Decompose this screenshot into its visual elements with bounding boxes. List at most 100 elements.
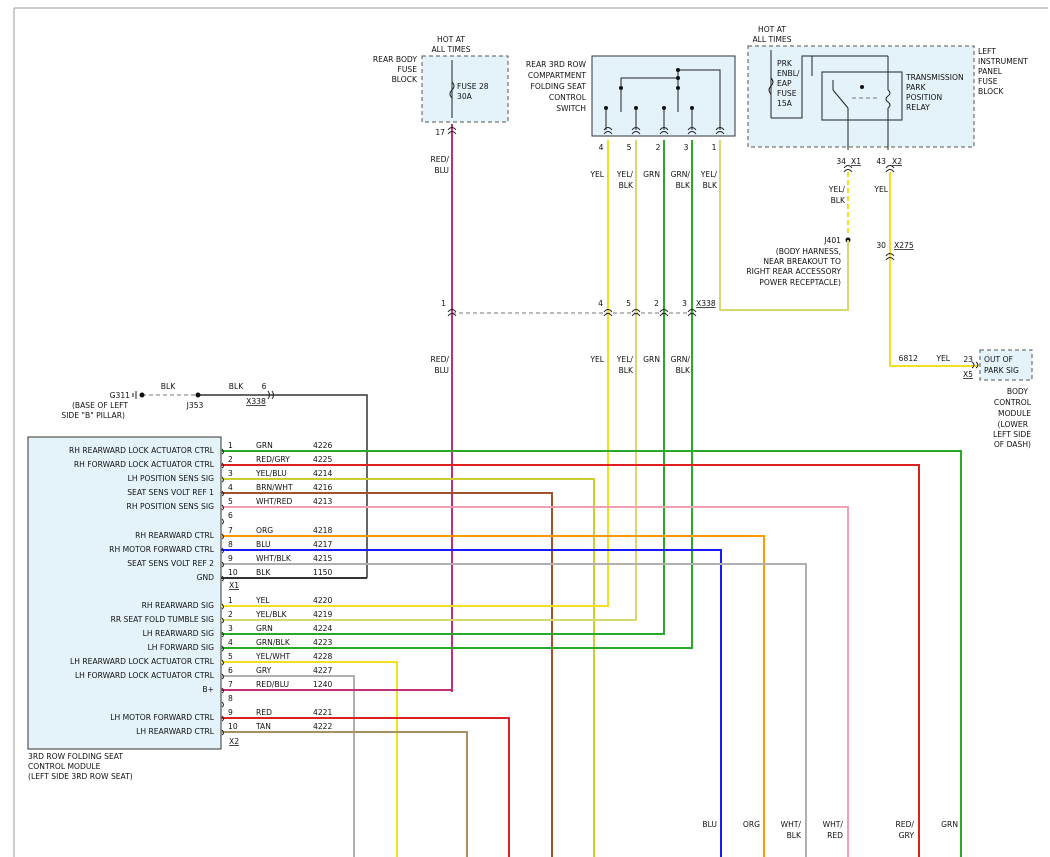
x338-pin-2: 2 bbox=[654, 299, 659, 308]
j353-dot bbox=[195, 392, 201, 398]
ipfb-header-1: HOT AT bbox=[758, 25, 786, 34]
x2-pin-1-terminal-icon bbox=[221, 603, 224, 610]
ipfb-name-5: BLOCK bbox=[978, 87, 1004, 96]
x1-pin-1-number: 1 bbox=[228, 441, 233, 450]
switch-name-4: CONTROL bbox=[549, 93, 587, 102]
wire-yel-blk-j401 bbox=[719, 140, 849, 311]
fuse-block-name-3: BLOCK bbox=[392, 75, 418, 84]
x1-pin-8-label: RH MOTOR FORWARD CTRL bbox=[109, 545, 215, 554]
ground-g311: G311 (BASE OF LEFT SIDE "B" PILLAR) J353… bbox=[61, 382, 368, 578]
prk-fuse-symbol bbox=[768, 77, 774, 95]
x1-pin-5-circuit: 4213 bbox=[313, 497, 332, 506]
g311-desc-2: SIDE "B" PILLAR) bbox=[61, 411, 125, 420]
relay-label-3: POSITION bbox=[906, 93, 942, 102]
x2-pin-1-number: 1 bbox=[228, 596, 233, 605]
x1-pin-4-terminal-icon bbox=[221, 490, 224, 497]
fuse-block-pin: 17 bbox=[435, 128, 445, 137]
ipfb-name-3: PANEL bbox=[978, 67, 1003, 76]
x338-connector: X338 bbox=[696, 299, 716, 308]
x1-pin-5-number: 5 bbox=[228, 497, 233, 506]
switch-contact-bus-a bbox=[620, 77, 679, 88]
ipfb-x2-pin: 43 bbox=[876, 157, 886, 166]
x1-pin-7-terminal-icon bbox=[221, 533, 224, 540]
x1-pin-3-number: 3 bbox=[228, 469, 233, 478]
module-x2-connector: X2 bbox=[229, 737, 239, 746]
switch-wire-4-color: YEL bbox=[589, 170, 604, 179]
x2-pin-8-terminal-icon bbox=[221, 701, 224, 708]
x2-pin-2-label: RR SEAT FOLD TUMBLE SIG bbox=[111, 615, 215, 624]
switch-wire-1-color-2: BLK bbox=[703, 181, 718, 190]
x2-pin-9-circuit: 4221 bbox=[313, 708, 332, 717]
x2-pin-4-terminal-icon bbox=[221, 645, 224, 652]
x2-pin-7-number: 7 bbox=[228, 680, 233, 689]
x338-pin-1: 1 bbox=[441, 299, 446, 308]
switch-wire-1-color-1: YEL/ bbox=[700, 170, 718, 179]
x1-pin-10-color: BLK bbox=[256, 568, 271, 577]
switch-pin-5: 5 bbox=[627, 143, 632, 152]
relay-label-4: RELAY bbox=[906, 103, 930, 112]
x2-pin-4-label: LH FORWARD SIG bbox=[148, 643, 215, 652]
fuse-28-symbol bbox=[449, 81, 455, 99]
x1-pin-8-number: 8 bbox=[228, 540, 233, 549]
switch-name-2: COMPARTMENT bbox=[528, 71, 587, 80]
x1-pin-9-wire bbox=[221, 563, 807, 857]
switch-name-1: REAR 3RD ROW bbox=[526, 60, 587, 69]
module-x1-connector: X1 bbox=[229, 581, 239, 590]
park-relay-outline bbox=[821, 71, 903, 121]
upper-terminal-icon-3 bbox=[631, 127, 641, 135]
x1-pin-3-wire bbox=[221, 478, 595, 857]
x2-pin-5-wire bbox=[221, 661, 398, 857]
x338-pin-5: 5 bbox=[626, 299, 631, 308]
fuse-wire-color-2: BLU bbox=[434, 166, 449, 175]
bcm-terminal-icon bbox=[971, 361, 979, 369]
bottom-label-whtblk-2: BLK bbox=[787, 831, 802, 840]
ipfb-name-4: FUSE bbox=[978, 77, 998, 86]
x2-pin-10-circuit: 4222 bbox=[313, 722, 332, 731]
prk-fuse-label-2: ENBL/ bbox=[777, 69, 800, 78]
relay-coil-symbol bbox=[885, 89, 891, 109]
x2-pin-1-circuit: 4220 bbox=[313, 596, 332, 605]
x338-inline-connector: 1 4 5 2 3 X338 RED/ BLU YEL YEL/ BLK GRN… bbox=[431, 299, 716, 375]
upper-terminal-icon-4 bbox=[659, 127, 669, 135]
x1-pin-3-label: LH POSITION SENS SIG bbox=[128, 474, 215, 483]
j401-desc-3: RIGHT REAR ACCESSORY bbox=[746, 267, 841, 276]
x2-pin-4-number: 4 bbox=[228, 638, 233, 647]
x2-pin-7-label: B+ bbox=[202, 685, 214, 694]
ipfb-x1-wire-2: BLK bbox=[831, 196, 846, 205]
bottom-label-blu: BLU bbox=[702, 820, 717, 829]
switch-pin-4: 4 bbox=[599, 143, 604, 152]
switch-name-5: SWITCH bbox=[556, 104, 586, 113]
x338-below-yelblk-1: YEL/ bbox=[616, 355, 634, 364]
x2-pin-9-color: RED bbox=[256, 708, 272, 717]
x1-pin-7-color: ORG bbox=[256, 526, 273, 535]
x1-pin-9-number: 9 bbox=[228, 554, 233, 563]
ipfb-header-2: ALL TIMES bbox=[752, 35, 791, 44]
bcm-signal-1: OUT OF bbox=[984, 355, 1013, 364]
x2-pin-5-circuit: 4228 bbox=[313, 652, 332, 661]
x1-pin-5-wire bbox=[221, 506, 849, 857]
x338-terminal-icon-1 bbox=[447, 309, 457, 317]
x2-pin-6-number: 6 bbox=[228, 666, 233, 675]
switch-pin-3: 3 bbox=[684, 143, 689, 152]
folding-seat-control-switch: REAR 3RD ROW COMPARTMENT FOLDING SEAT CO… bbox=[526, 55, 736, 190]
switch-wire-2-color: GRN bbox=[643, 170, 660, 179]
g311-connector-icon bbox=[267, 390, 274, 400]
prk-fuse-label-3: EAP bbox=[777, 79, 792, 88]
x2-pin-2-color: YEL/BLK bbox=[255, 610, 288, 619]
x1-pin-4-number: 4 bbox=[228, 483, 233, 492]
x2-pin-7-color: RED/BLU bbox=[256, 680, 289, 689]
x338-below-yelblk-2: BLK bbox=[619, 366, 634, 375]
x2-pin-5-color: YEL/WHT bbox=[255, 652, 290, 661]
relay-label-1: TRANSMISSION bbox=[905, 73, 964, 82]
prk-fuse-label-4: FUSE bbox=[777, 89, 797, 98]
prk-fuse-label-1: PRK bbox=[777, 59, 793, 68]
x1-pin-5-terminal-icon bbox=[221, 504, 224, 511]
x1-pin-4-label: SEAT SENS VOLT REF 1 bbox=[127, 488, 214, 497]
bottom-labels: BLU ORG WHT/ BLK WHT/ RED RED/ GRY GRN bbox=[702, 820, 958, 840]
x275-pin: 30 bbox=[876, 241, 886, 250]
x2-pin-4-circuit: 4223 bbox=[313, 638, 332, 647]
bcm-name-6: OF DASH) bbox=[994, 440, 1031, 449]
x2-pin-7-circuit: 1240 bbox=[313, 680, 332, 689]
bcm-connector: X5 bbox=[963, 370, 973, 379]
